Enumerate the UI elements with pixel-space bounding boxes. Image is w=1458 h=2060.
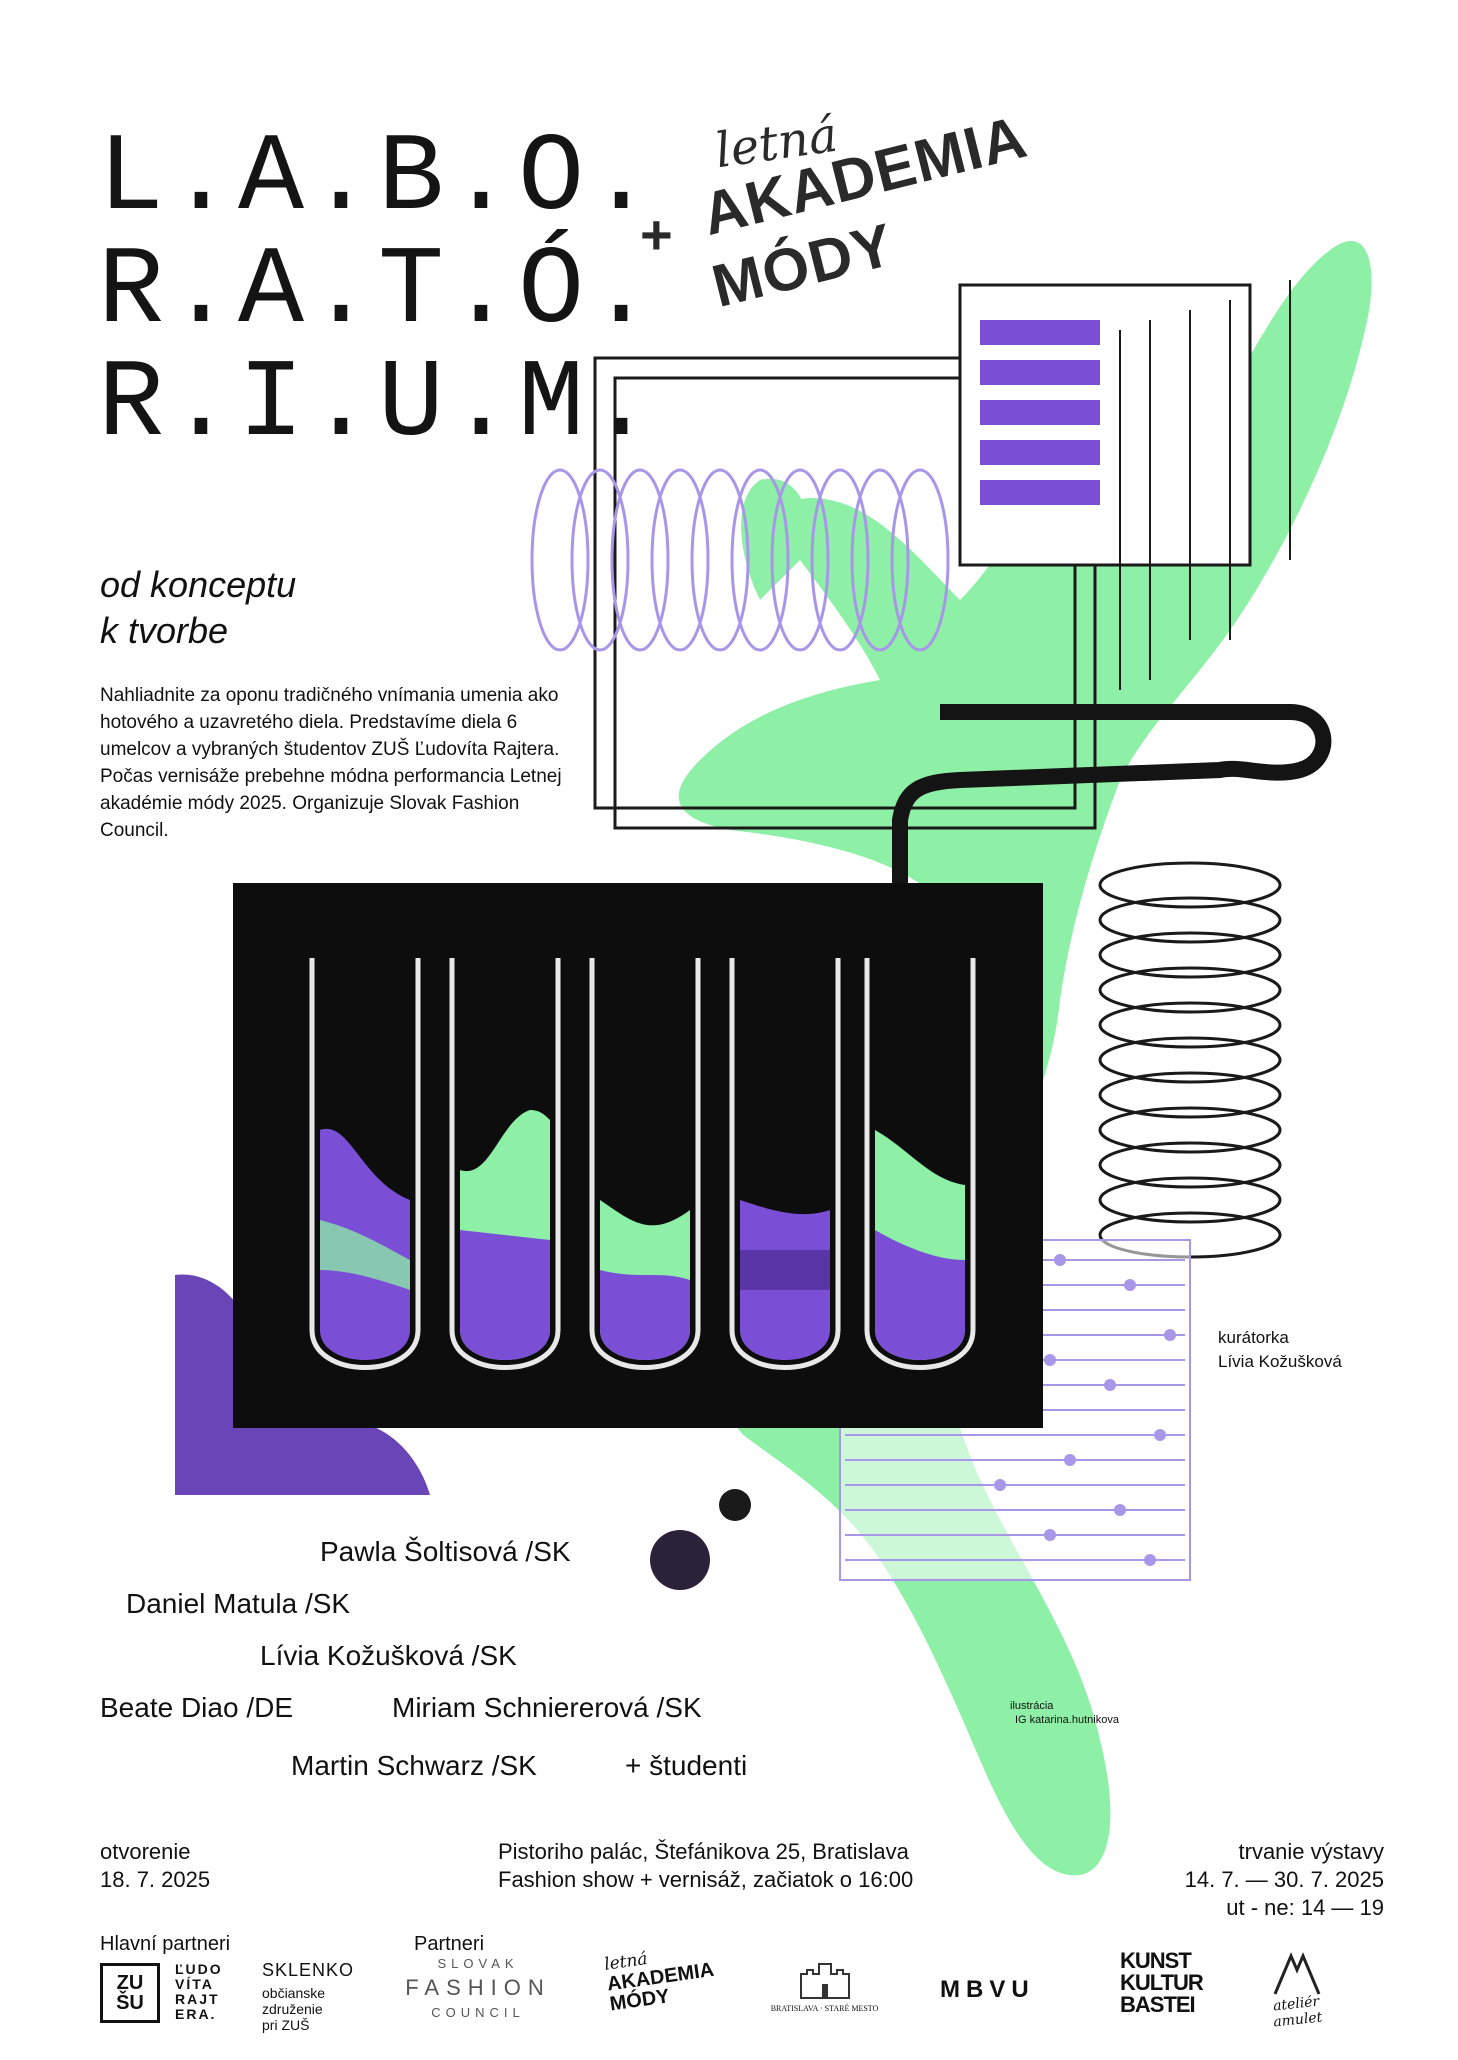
artist-3: Lívia Kožušková /SK [260, 1640, 517, 1671]
description: Nahliadnite za oponu tradičného vnímania… [100, 685, 562, 841]
amulet-text: ateliér amulet [1272, 1993, 1324, 2031]
zus-wordmark: ĽUDO VÍTA RAJT ERA. [175, 1962, 223, 2022]
curator-label: kurátorka [1218, 1328, 1289, 1347]
staremesto-text: BRATISLAVA · STARÉ MESTO [770, 2004, 879, 2013]
duration-dates: 14. 7. — 30. 7. 2025 [1184, 1867, 1384, 1892]
partners-label: Partneri [414, 1933, 485, 1955]
sklenko-sub-2: združenie [262, 2001, 323, 2017]
zus-word-1: ĽUDO [175, 1961, 223, 1977]
zus-mark: ZU ŠU [116, 1972, 144, 2014]
artist-1: Pawla Šoltisová /SK [320, 1536, 571, 1567]
castle-icon [799, 1963, 850, 1999]
opening-date: 18. 7. 2025 [100, 1867, 211, 1892]
sklenko-sub-1: občianske [262, 1985, 326, 2001]
artist-students: + študenti [625, 1750, 748, 1781]
amulet-a-icon [1273, 1952, 1321, 1995]
artist-5: Miriam Schniererová /SK [392, 1692, 702, 1723]
kunst-line-3: BASTEI [1120, 1992, 1196, 2017]
sfc-logo: SLOVAK FASHION COUNCIL [403, 1956, 553, 2020]
mbvu-logo: MBVU [940, 1976, 1035, 2003]
kunst-line-2: KULTUR [1120, 1970, 1204, 1995]
illustration-label: ilustrácia [1010, 1700, 1054, 1712]
subtitle-line-1: od konceptu [100, 564, 297, 605]
title-line-3: R.I.U.M. [98, 343, 659, 468]
duration-hours: ut - ne: 14 — 19 [1226, 1895, 1384, 1920]
artist-2: Daniel Matula /SK [126, 1588, 351, 1619]
sfc-line-2: FASHION [405, 1975, 551, 2000]
duration-label: trvanie výstavy [1238, 1839, 1385, 1864]
amulet-logo: ateliér amulet [1258, 1952, 1336, 2030]
sfc-line-1: SLOVAK [437, 1956, 519, 1971]
venue-line-2: Fashion show + vernisáž, začiatok o 16:0… [498, 1867, 914, 1892]
badge-plus: + [640, 203, 673, 266]
title-line-2: R.A.T.Ó. [98, 230, 659, 355]
zus-word-3: RAJT [175, 1991, 220, 2007]
sklenko-logo: SKLENKO občianske združenie pri ZUŠ [262, 1960, 354, 2033]
opening-label: otvorenie [100, 1839, 191, 1864]
zus-word-4: ERA. [175, 2006, 217, 2022]
artist-6: Martin Schwarz /SK [291, 1750, 537, 1781]
pipe [892, 704, 1332, 960]
subtitle-line-2: k tvorbe [100, 610, 229, 651]
venue-line-1: Pistoriho palác, Štefánikova 25, Bratisl… [498, 1839, 909, 1864]
illustration-handle: IG katarina.hutnikova [1015, 1714, 1119, 1726]
kunst-logo: KUNST KULTUR BASTEI [1120, 1948, 1204, 2017]
main-partners-label: Hlavní partneri [100, 1933, 231, 1955]
sfc-line-3: COUNCIL [431, 2005, 525, 2020]
zus-logo: ZU ŠU [100, 1963, 160, 2023]
sklenko-sub-3: pri ZUŠ [262, 2017, 310, 2033]
staremesto-logo: BRATISLAVA · STARÉ MESTO [762, 1958, 887, 2013]
sklenko-title: SKLENKO [262, 1960, 355, 1980]
artist-4: Beate Diao /DE [100, 1692, 293, 1723]
curator-name: Lívia Kožušková [1218, 1352, 1342, 1371]
zus-word-2: VÍTA [175, 1976, 214, 1992]
kunst-line-1: KUNST [1120, 1948, 1192, 1973]
title-line-1: L.A.B.O. [98, 117, 659, 242]
